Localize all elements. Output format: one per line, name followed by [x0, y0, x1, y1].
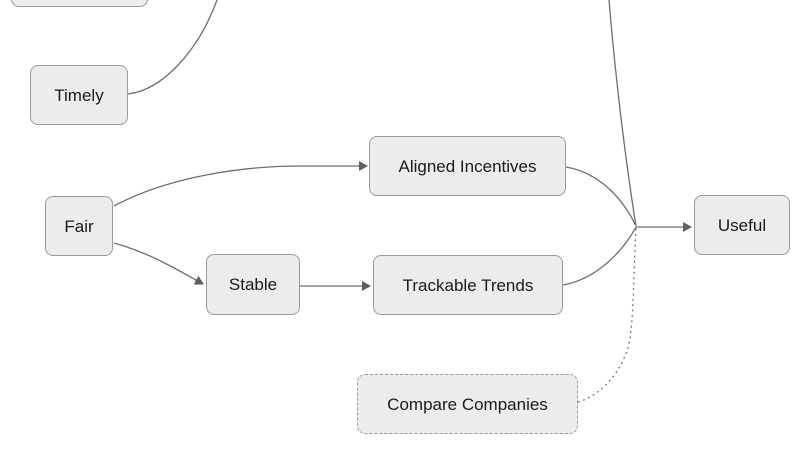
- edge-offscreen-top-merge: [608, 0, 637, 227]
- node-compare-companies-label: Compare Companies: [387, 394, 548, 414]
- node-aligned-incentives: Aligned Incentives: [369, 136, 566, 196]
- node-stable-label: Stable: [228, 275, 278, 294]
- edge-aligned-incentives-merge: [565, 166, 637, 227]
- node-stable: Stable: [206, 254, 300, 315]
- node-useful: Useful: [694, 195, 790, 255]
- node-trackable-trends: Trackable Trends: [373, 255, 563, 315]
- node-trackable-trends-label: Trackable Trends: [402, 275, 534, 295]
- node-compare-companies: Compare Companies: [357, 374, 578, 434]
- node-timely-label: Timely: [54, 85, 104, 105]
- edge-fair-aligned-incentives: [113, 161, 368, 207]
- node-aligned-incentives-label: Aligned Incentives: [398, 156, 537, 176]
- node-useful-label: Useful: [717, 215, 767, 235]
- edge-compare-companies-merge: [577, 227, 637, 403]
- node-partial-top: [11, 0, 148, 7]
- node-timely: Timely: [30, 65, 128, 125]
- edge-trackable-trends-merge: [562, 226, 637, 286]
- edge-timely-offscreen-top: [127, 0, 218, 95]
- edge-fair-stable: [113, 242, 204, 285]
- node-fair-label: Fair: [64, 216, 94, 236]
- node-fair: Fair: [45, 196, 113, 256]
